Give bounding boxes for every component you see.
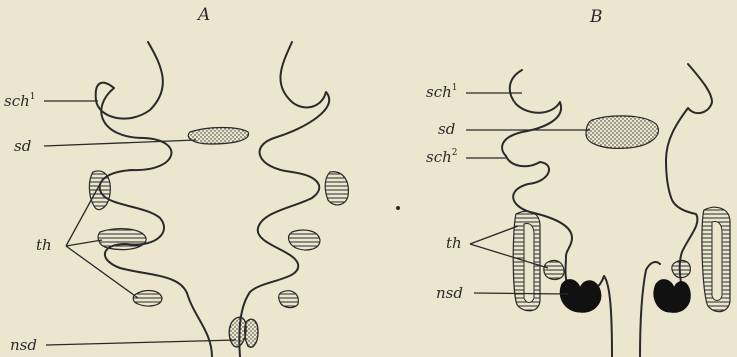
panel-a-sd-leader: [44, 140, 196, 146]
panel-a-nsd-blob-left: [229, 317, 246, 347]
panel-a-th-leader-1: [66, 184, 100, 246]
panel-a-th-leader-3: [66, 246, 138, 298]
panel-b-th-column-right-inner: [712, 221, 722, 300]
panel-a-th-upper: [89, 171, 110, 210]
panel-a-th-right-upper: [325, 172, 348, 205]
panel-b-nsd-blob-left: [560, 280, 601, 313]
panel-a-nsd-leader: [46, 340, 236, 345]
panel-a-right-wall: [239, 42, 329, 357]
panel-a-label-nsd: nsd: [10, 336, 37, 354]
stray-dot: [396, 206, 400, 210]
panel-a-th-right-middle: [289, 230, 320, 250]
panel-b-label-sch2: sch2: [426, 148, 458, 166]
panel-a-th-right-lower: [279, 291, 299, 308]
panel-b-right-stalk: [640, 262, 660, 357]
panel-b-label-sd: sd: [438, 120, 455, 138]
panel-b-nsd-blob-right: [654, 280, 690, 313]
panel-a: A sch1 sd th nsd: [4, 5, 348, 357]
panel-b-th-small-left: [544, 260, 564, 279]
panel-a-sd-blob: [188, 128, 248, 145]
panel-a-nsd-blob-right: [245, 319, 258, 347]
panel-b-th-small-right: [672, 260, 690, 277]
panel-a-label-th: th: [36, 236, 52, 254]
panel-a-label-sch1: sch1: [4, 92, 36, 110]
panel-b: B sch1 sd sch2 th nsd: [426, 7, 730, 357]
panel-a-title: A: [196, 5, 210, 25]
panel-a-th-leader-2: [66, 240, 102, 246]
panel-b-nsd-leader: [474, 293, 568, 294]
panel-b-title: B: [589, 7, 603, 27]
panel-a-th-middle: [98, 229, 146, 250]
panel-b-label-nsd: nsd: [436, 284, 463, 302]
panel-b-th-leader-1: [470, 226, 518, 244]
panel-a-label-sd: sd: [14, 137, 31, 155]
panel-b-sd-blob: [586, 116, 658, 148]
panel-b-label-sch1: sch1: [426, 83, 458, 101]
panel-a-left-wall: [96, 42, 212, 357]
panel-b-label-th: th: [446, 234, 462, 252]
